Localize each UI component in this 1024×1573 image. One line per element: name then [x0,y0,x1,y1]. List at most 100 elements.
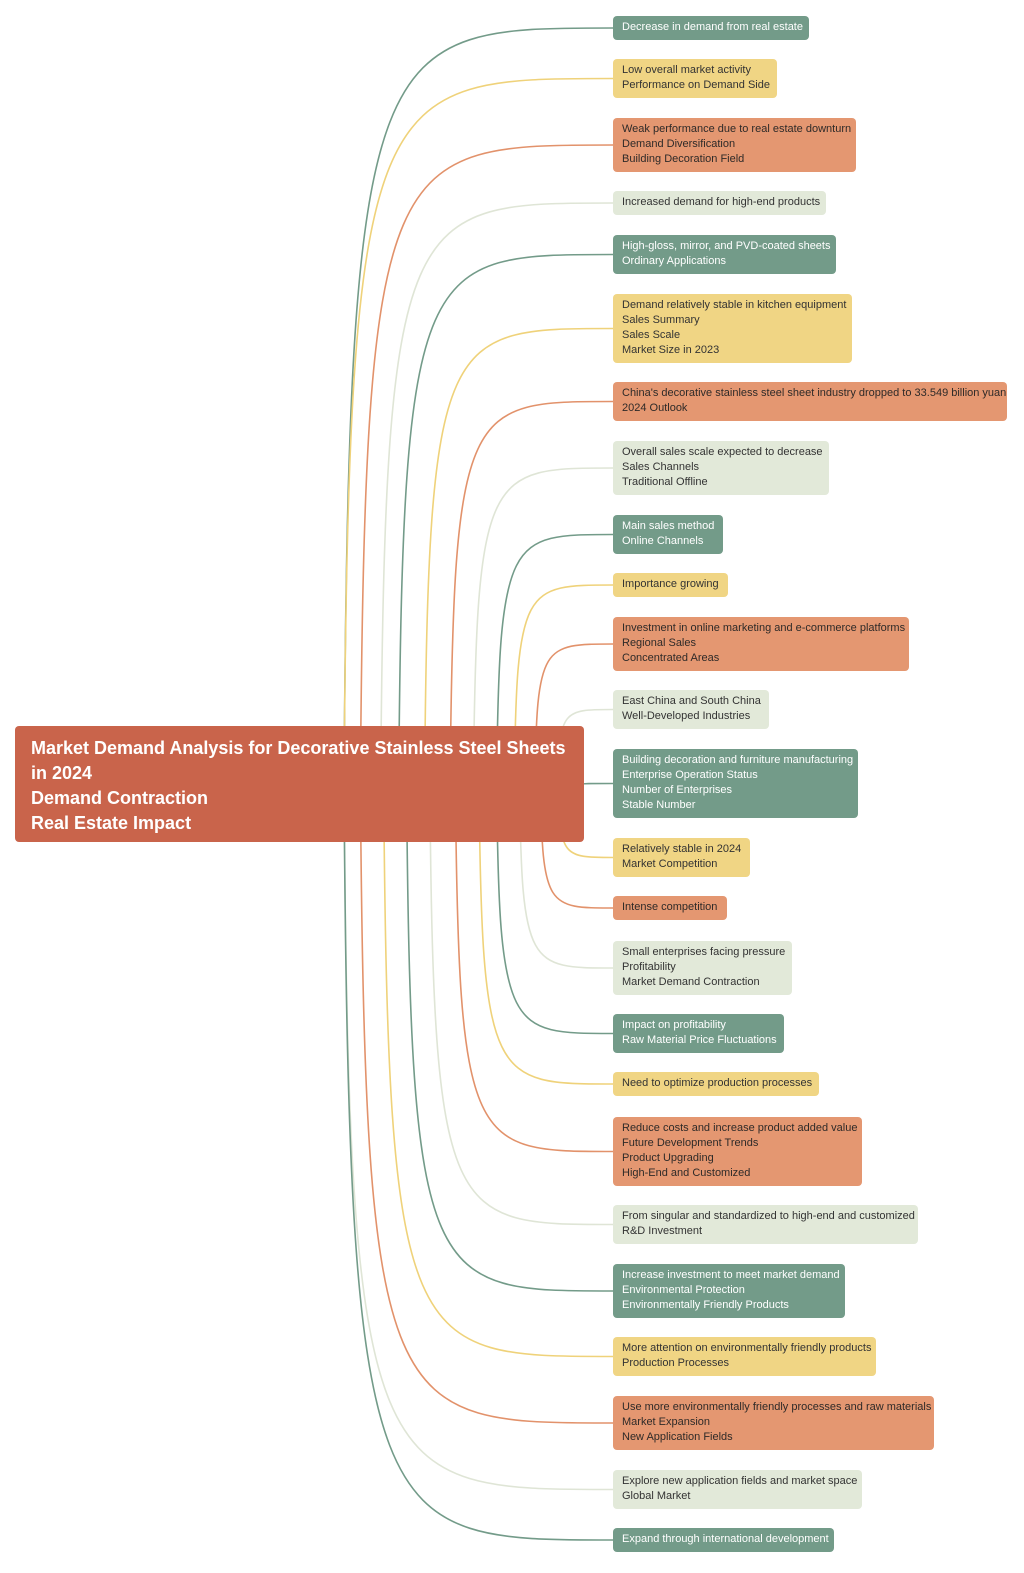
connector-8 [472,467,614,785]
topic-node-23-line-1: Use more environmentally friendly proces… [622,1401,932,1413]
topic-node-22[interactable]: More attention on environmentally friend… [613,1337,876,1376]
topic-node-14-line-2: Market Competition [622,858,718,870]
connector-9 [495,533,614,785]
topic-node-6-line-1: Demand relatively stable in kitchen equi… [622,299,847,311]
topic-node-10[interactable]: Importance growing [613,573,728,597]
connector-25 [343,783,614,1541]
connector-4 [379,202,614,785]
topic-node-21-line-3: Environmentally Friendly Products [622,1299,789,1311]
topic-node-4-line-1: Increased demand for high-end products [622,196,821,208]
topic-node-20-line-1: From singular and standardized to high-e… [622,1210,915,1222]
root-topic[interactable]: Market Demand Analysis for Decorative St… [15,726,584,842]
topic-node-19-line-2: Future Development Trends [622,1137,759,1149]
topic-node-19[interactable]: Reduce costs and increase product added … [613,1117,862,1186]
topic-node-22-line-2: Production Processes [622,1357,729,1369]
topic-node-16-line-2: Profitability [622,961,676,973]
connector-7 [449,400,614,785]
topic-node-6-line-2: Sales Summary [622,314,700,326]
topic-node-11[interactable]: Investment in online marketing and e-com… [613,617,909,671]
root-title-line-2: in 2024 [31,763,93,783]
root-subtopic-real-estate-impact: Real Estate Impact [31,813,192,833]
connector-18 [478,783,614,1085]
topic-node-11-line-2: Regional Sales [622,637,696,649]
topic-node-23[interactable]: Use more environmentally friendly proces… [613,1396,934,1450]
topic-node-13-line-2: Enterprise Operation Status [622,769,758,781]
topic-node-15-line-1: Intense competition [622,901,718,913]
topic-node-7-line-2: 2024 Outlook [622,402,688,414]
root-subtopic-demand-contraction: Demand Contraction [31,788,209,808]
topic-node-2-line-2: Performance on Demand Side [622,79,770,91]
topic-node-13[interactable]: Building decoration and furniture manufa… [613,749,858,818]
topic-node-7[interactable]: China's decorative stainless steel sheet… [613,382,1007,421]
topic-node-9-line-1: Main sales method [622,520,715,532]
topic-node-17-line-2: Raw Material Price Fluctuations [622,1034,777,1046]
topic-node-1[interactable]: Decrease in demand from real estate [613,16,809,40]
topic-node-6-line-4: Market Size in 2023 [622,344,720,356]
connector-2 [343,77,614,785]
topic-node-14-line-1: Relatively stable in 2024 [622,843,742,855]
topic-node-3[interactable]: Weak performance due to real estate down… [613,118,856,172]
topic-node-11-line-1: Investment in online marketing and e-com… [622,622,906,634]
topic-node-23-line-3: New Application Fields [622,1431,733,1443]
root-title-line-1: Market Demand Analysis for Decorative St… [31,738,566,758]
topic-node-21[interactable]: Increase investment to meet market deman… [613,1264,845,1318]
topic-node-18[interactable]: Need to optimize production processes [613,1072,819,1096]
topic-node-23-line-2: Market Expansion [622,1416,711,1428]
topic-node-8-line-1: Overall sales scale expected to decrease [622,446,823,458]
topic-node-8-line-3: Traditional Offline [622,476,708,488]
connector-16 [518,783,614,969]
connector-19 [454,783,614,1153]
topic-node-24[interactable]: Explore new application fields and marke… [613,1470,862,1509]
topic-node-12-line-1: East China and South China [622,695,761,707]
topic-node-3-line-3: Building Decoration Field [622,153,745,165]
topic-node-3-line-1: Weak performance due to real estate down… [622,123,852,135]
topic-node-13-line-4: Stable Number [622,799,696,811]
topic-node-1-line-1: Decrease in demand from real estate [622,21,803,33]
topic-node-21-line-1: Increase investment to meet market deman… [622,1269,840,1281]
topic-node-24-line-2: Global Market [622,1490,691,1502]
topic-node-4[interactable]: Increased demand for high-end products [613,191,826,215]
topic-node-19-line-3: Product Upgrading [622,1152,714,1164]
topic-node-10-line-1: Importance growing [622,578,719,590]
topic-node-5[interactable]: High-gloss, mirror, and PVD-coated sheet… [613,235,836,274]
topic-node-6-line-3: Sales Scale [622,329,681,341]
topic-node-19-line-1: Reduce costs and increase product added … [622,1122,858,1134]
topic-node-16-line-1: Small enterprises facing pressure [622,946,786,958]
topic-node-5-line-2: Ordinary Applications [622,255,726,267]
topic-node-15[interactable]: Intense competition [613,896,727,920]
connector-13 [583,782,614,785]
topic-node-12-line-2: Well-Developed Industries [622,710,751,722]
topic-node-24-line-1: Explore new application fields and marke… [622,1475,858,1487]
topic-node-20[interactable]: From singular and standardized to high-e… [613,1205,918,1244]
topic-node-18-line-1: Need to optimize production processes [622,1077,813,1089]
topic-node-7-line-1: China's decorative stainless steel sheet… [622,387,1007,399]
connector-17 [495,783,614,1035]
topic-node-13-line-1: Building decoration and furniture manufa… [622,754,854,766]
topic-node-2-line-1: Low overall market activity [622,64,751,76]
connector-10 [513,584,614,785]
topic-node-21-line-2: Environmental Protection [622,1284,745,1296]
topic-node-6[interactable]: Demand relatively stable in kitchen equi… [613,294,852,363]
topic-node-11-line-3: Concentrated Areas [622,652,720,664]
topic-node-5-line-1: High-gloss, mirror, and PVD-coated sheet… [622,240,831,252]
connector-6 [423,327,614,785]
connector-23 [359,783,614,1424]
topic-node-16-line-3: Market Demand Contraction [622,976,760,988]
topic-node-20-line-2: R&D Investment [622,1225,703,1237]
topic-node-8-line-2: Sales Channels [622,461,700,473]
topic-node-19-line-4: High-End and Customized [622,1167,751,1179]
topic-node-25-line-1: Expand through international development [622,1533,829,1545]
connector-1 [343,27,614,785]
topic-node-3-line-2: Demand Diversification [622,138,736,150]
topic-node-13-line-3: Number of Enterprises [622,784,733,796]
connector-20 [429,783,614,1226]
topic-node-17-line-1: Impact on profitability [622,1019,726,1031]
topic-node-25[interactable]: Expand through international development [613,1528,834,1552]
topic-node-8[interactable]: Overall sales scale expected to decrease… [613,441,829,495]
